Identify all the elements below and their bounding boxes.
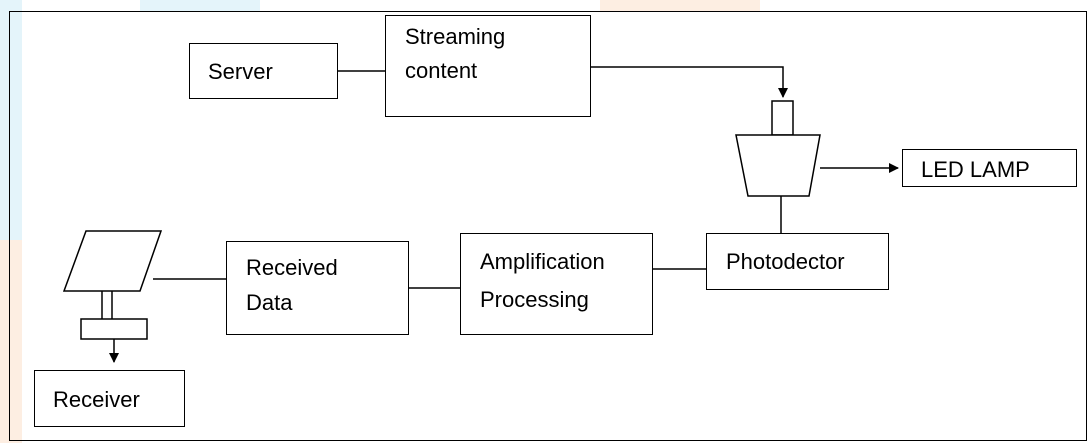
streaming-label-line2: content bbox=[405, 58, 478, 83]
received-data-box: Received Data bbox=[226, 241, 409, 335]
amplification-label-line2: Processing bbox=[480, 287, 589, 312]
connector-plug bbox=[771, 100, 794, 136]
stripe-blue-top bbox=[140, 0, 260, 11]
stripe-orange-top bbox=[600, 0, 760, 11]
led-lamp-label: LED LAMP bbox=[921, 157, 1030, 182]
received-label-line2: Data bbox=[246, 290, 293, 315]
led-lamp-box: LED LAMP bbox=[902, 149, 1077, 187]
receiver-box: Receiver bbox=[34, 370, 185, 427]
receiver-label: Receiver bbox=[53, 387, 140, 412]
photodetector-box: Photodector bbox=[706, 233, 889, 290]
solar-panel-receiver bbox=[62, 230, 163, 292]
photodetector-label: Photodector bbox=[726, 249, 845, 274]
streaming-label-line1: Streaming bbox=[405, 24, 506, 49]
diagram-frame bbox=[9, 11, 1087, 441]
trapezoid-device bbox=[735, 134, 821, 197]
amplification-label-line1: Amplification bbox=[480, 249, 605, 274]
stripe-orange-left bbox=[0, 240, 22, 443]
server-label: Server bbox=[208, 59, 273, 84]
server-box: Server bbox=[189, 43, 338, 99]
receiver-base bbox=[80, 318, 148, 340]
edge-streaming-plug bbox=[590, 66, 788, 98]
amplification-processing-box: Amplification Processing bbox=[460, 233, 653, 335]
streaming-content-box: Streaming content bbox=[385, 15, 591, 117]
received-label-line1: Received bbox=[246, 255, 338, 280]
